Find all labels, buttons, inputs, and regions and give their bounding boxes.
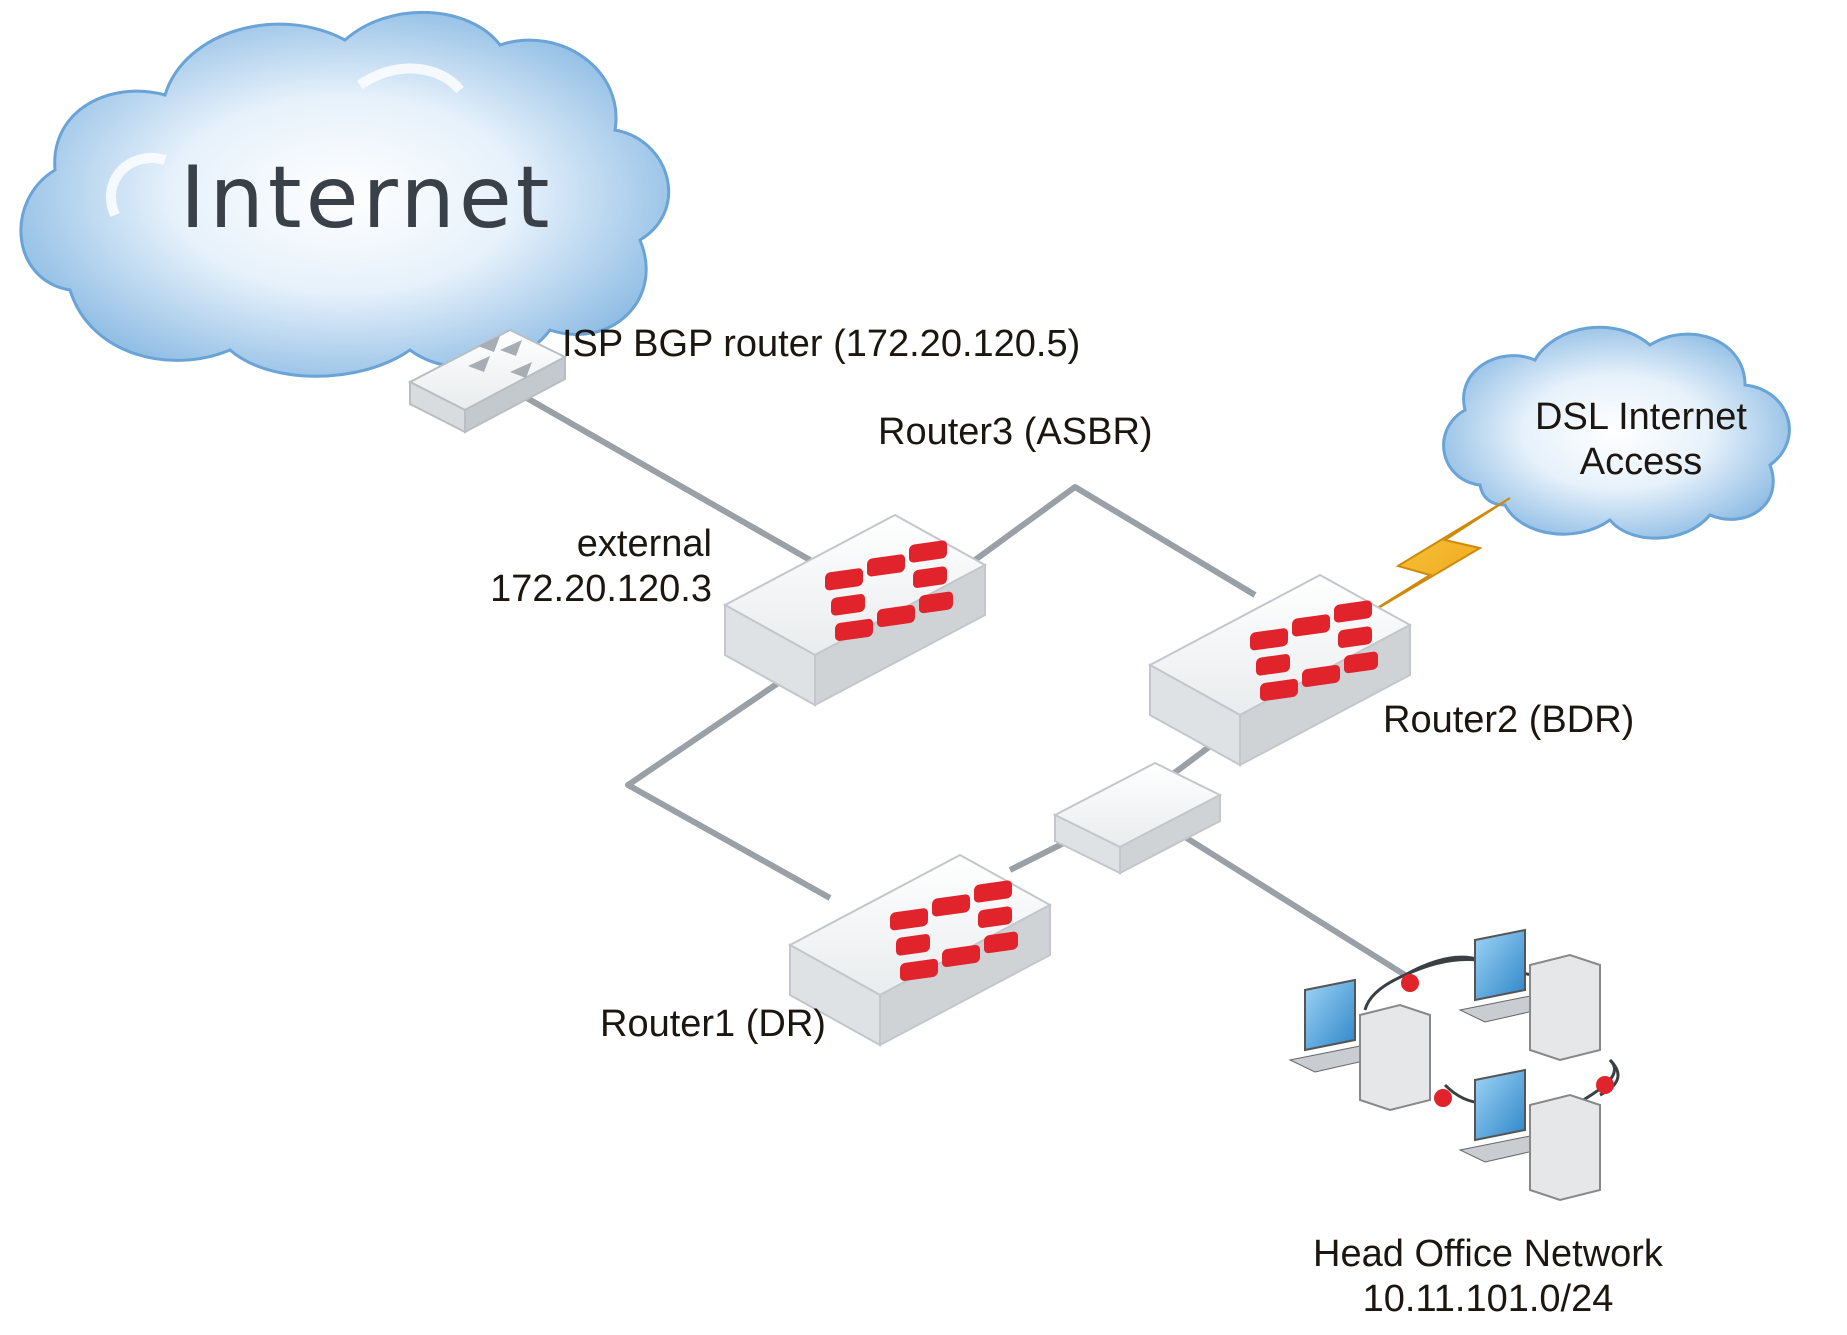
link-router3-router1 <box>625 672 832 901</box>
router3-label: Router3 (ASBR) <box>878 411 1153 453</box>
router3-interface-label-line2: 172.20.120.3 <box>490 567 712 610</box>
link-router3-router2 <box>973 484 1257 598</box>
router1-icon <box>787 853 1053 1047</box>
dsl-cloud-label: DSL Internet Access <box>1516 395 1766 485</box>
router3-interface-label: external 172.20.120.3 <box>440 522 712 612</box>
link-isp-router3 <box>523 394 812 563</box>
router2-icon <box>1147 573 1413 767</box>
isp-router-label: ISP BGP router (172.20.120.5) <box>562 323 1081 365</box>
dsl-cloud-label-line1: DSL Internet <box>1535 396 1747 438</box>
head-office-label-line2: 10.11.101.0/24 <box>1362 1277 1614 1320</box>
dsl-cloud-icon <box>1442 325 1791 540</box>
lightning-icon <box>1357 497 1511 621</box>
router3-icon <box>722 513 988 707</box>
dsl-cloud-label-line2: Access <box>1579 440 1703 483</box>
links <box>523 394 1407 978</box>
router2-label: Router2 (BDR) <box>1383 699 1635 741</box>
head-office-network-icon <box>1288 928 1620 1202</box>
internet-cloud-label: Internet <box>180 148 554 248</box>
link-switch-headoffice <box>1183 834 1407 978</box>
head-office-label-line1: Head Office Network <box>1313 1233 1663 1275</box>
router3-interface-label-line1: external <box>576 523 712 565</box>
isp-router-icon <box>407 328 568 434</box>
switch-icon <box>1052 761 1223 875</box>
internet-cloud-icon <box>19 11 670 378</box>
head-office-label: Head Office Network 10.11.101.0/24 <box>1263 1232 1713 1322</box>
router1-label: Router1 (DR) <box>600 1003 826 1045</box>
